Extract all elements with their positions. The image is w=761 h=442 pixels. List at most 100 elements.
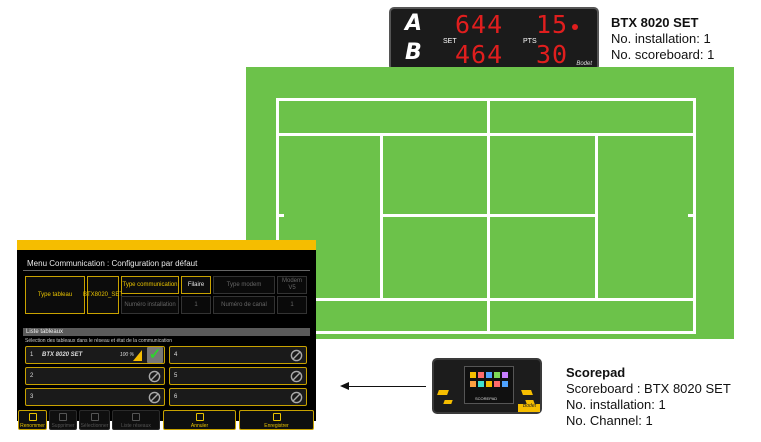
panel-title: Menu Communication : Configuration par d… bbox=[27, 259, 198, 268]
team-b-label: B bbox=[405, 40, 422, 65]
rename-icon bbox=[28, 413, 37, 421]
scorepad-key-right bbox=[521, 390, 533, 395]
scorepad-brand-plate bbox=[518, 404, 540, 412]
scoreboard-slot-1[interactable]: 1 BTX 8020 SET 100 % ✓ bbox=[25, 346, 165, 364]
type-communication-label: Type communication bbox=[121, 276, 179, 294]
scoreboard-slot-2[interactable]: 2 bbox=[25, 367, 165, 385]
scoreboard-slot-4[interactable]: 4 bbox=[169, 346, 307, 364]
slot-number: 3 bbox=[30, 394, 34, 400]
disabled-icon[interactable] bbox=[290, 349, 303, 362]
num-canal-label: Numéro de canal bbox=[213, 296, 275, 314]
app-tile-icon bbox=[494, 372, 500, 378]
team-b-points: 30 bbox=[536, 40, 569, 69]
save-label: Enregistrer bbox=[264, 423, 289, 429]
app-tile-icon bbox=[502, 372, 508, 378]
team-a-label: A bbox=[405, 11, 423, 36]
team-a-points: 15 bbox=[536, 10, 569, 39]
app-tile-icon bbox=[470, 381, 476, 387]
rename-button[interactable]: Renommer bbox=[18, 410, 47, 430]
check-icon[interactable]: ✓ bbox=[147, 346, 163, 363]
delete-button[interactable]: Supprimer bbox=[49, 410, 77, 430]
panel-divider bbox=[23, 270, 310, 271]
court-service-line-left bbox=[380, 133, 383, 301]
list-description: Sélection des tableaux dans le réseau et… bbox=[25, 338, 173, 344]
save-icon bbox=[272, 413, 281, 421]
select-button[interactable]: Sélectionner bbox=[79, 410, 110, 430]
slot-name: BTX 8020 SET bbox=[42, 352, 83, 358]
list-header: Liste tableaux bbox=[23, 328, 310, 336]
app-tile-icon bbox=[486, 372, 492, 378]
court-singles-line-bottom bbox=[276, 298, 696, 301]
arrow-line bbox=[348, 386, 426, 387]
app-tile-icon bbox=[470, 372, 476, 378]
court-service-line-right bbox=[595, 133, 598, 301]
scorepad-screen-label: SCOREPAD bbox=[475, 396, 498, 401]
rename-label: Renommer bbox=[20, 423, 45, 429]
scorepad-info: Scorepad Scoreboard : BTX 8020 SET No. i… bbox=[566, 365, 731, 429]
court-center-mark-right bbox=[688, 214, 696, 217]
team-b-games: 464 bbox=[455, 40, 504, 69]
court-singles-line-top bbox=[276, 133, 696, 136]
court-baseline-bottom bbox=[276, 331, 696, 334]
disabled-icon[interactable] bbox=[290, 370, 303, 383]
scoreboard-slot-5[interactable]: 5 bbox=[169, 367, 307, 385]
slot-number: 6 bbox=[174, 394, 178, 400]
app-tile-icon bbox=[502, 381, 508, 387]
slot-number: 5 bbox=[174, 373, 178, 379]
scorepad-info-channel: No. Channel: 1 bbox=[566, 413, 653, 428]
team-a-games: 644 bbox=[455, 10, 504, 39]
num-installation-value[interactable]: 1 bbox=[181, 296, 211, 314]
slot-number: 4 bbox=[174, 352, 178, 358]
num-canal-value[interactable]: 1 bbox=[277, 296, 307, 314]
slot-number: 2 bbox=[30, 373, 34, 379]
type-tableau-value[interactable]: BTX8020_SET bbox=[83, 276, 123, 314]
scorepad-brand: Bodet bbox=[522, 403, 536, 409]
scorepad-info-title: Scorepad bbox=[566, 365, 626, 380]
network-list-button[interactable]: Liste réseaux bbox=[112, 410, 160, 430]
court-baseline-top bbox=[276, 98, 696, 101]
save-button[interactable]: Enregistrer bbox=[239, 410, 314, 430]
court-center-service-line bbox=[380, 214, 598, 217]
scorepad-device: SCOREPAD Bodet bbox=[432, 358, 542, 414]
scorepad-screen: SCOREPAD bbox=[464, 366, 514, 404]
app-tile-icon bbox=[478, 372, 484, 378]
court-center-mark-left bbox=[276, 214, 284, 217]
disabled-icon[interactable] bbox=[290, 391, 303, 404]
scoreboard-slot-3[interactable]: 3 bbox=[25, 388, 165, 406]
arrow-left-icon bbox=[340, 382, 349, 390]
tennis-court bbox=[246, 67, 734, 339]
app-tile-icon bbox=[486, 381, 492, 387]
scoreboard-info: BTX 8020 SET No. installation: 1 No. sco… bbox=[611, 15, 714, 63]
network-icon bbox=[132, 413, 140, 421]
scorepad-key-left-2 bbox=[443, 400, 453, 404]
network-list-label: Liste réseaux bbox=[121, 423, 151, 429]
signal-strength-icon bbox=[133, 350, 142, 361]
cancel-icon bbox=[195, 413, 204, 421]
delete-label: Supprimer bbox=[51, 423, 75, 429]
num-installation-label: Numéro installation bbox=[121, 296, 179, 314]
set-label: SET bbox=[443, 38, 457, 45]
pts-label: PTS bbox=[523, 38, 537, 45]
slot-signal-percent: 100 % bbox=[119, 352, 134, 358]
type-modem-label: Type modem bbox=[213, 276, 275, 294]
slot-number: 1 bbox=[30, 352, 34, 358]
select-icon bbox=[90, 413, 99, 421]
app-tile-icon bbox=[494, 381, 500, 387]
scoreboard-info-installation: No. installation: 1 bbox=[611, 31, 711, 46]
scoreboard-brand: Bodet bbox=[576, 61, 592, 67]
scoreboard-slot-6[interactable]: 6 bbox=[169, 388, 307, 406]
app-tile-icon bbox=[478, 381, 484, 387]
modem-value[interactable]: Modem V5 bbox=[277, 276, 307, 294]
scorepad-key-left bbox=[437, 390, 449, 395]
trash-icon bbox=[59, 413, 67, 421]
select-label: Sélectionner bbox=[80, 423, 109, 429]
type-communication-value[interactable]: Filaire bbox=[181, 276, 211, 294]
disabled-icon[interactable] bbox=[148, 391, 161, 404]
scorepad-info-scoreboard: Scoreboard : BTX 8020 SET bbox=[566, 381, 731, 396]
scoreboard-info-number: No. scoreboard: 1 bbox=[611, 47, 715, 62]
serve-indicator bbox=[572, 24, 578, 30]
cancel-label: Annuler bbox=[190, 423, 209, 429]
disabled-icon[interactable] bbox=[148, 370, 161, 383]
cancel-button[interactable]: Annuler bbox=[163, 410, 236, 430]
scorepad-info-installation: No. installation: 1 bbox=[566, 397, 666, 412]
